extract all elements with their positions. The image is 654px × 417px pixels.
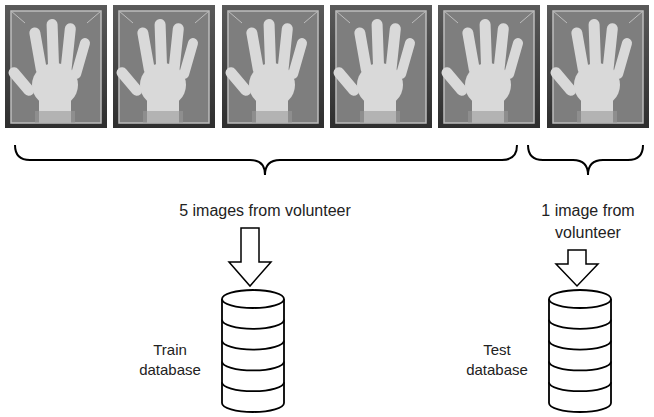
database-cylinder [220,288,286,414]
group-label: 5 images from volunteer [130,200,400,222]
database-node: Train database [128,288,286,414]
database-label: Test database [457,340,537,380]
bracket [15,145,517,175]
block-arrow [229,228,271,286]
bracket [528,145,643,175]
database-node: Test database [455,288,613,414]
database-cylinder [547,288,613,414]
block-arrow [556,250,598,286]
database-label: Train database [130,340,210,380]
group-label: 1 image from volunteer [528,200,648,244]
